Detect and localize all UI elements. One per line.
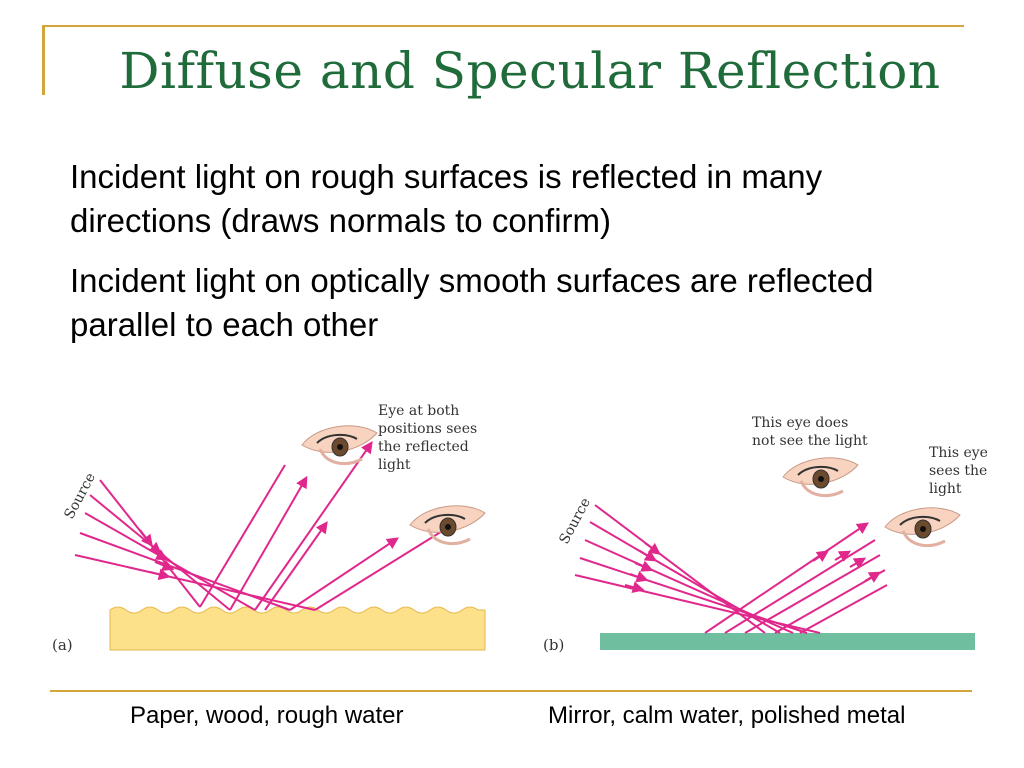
- eye-note-line-2: positions sees: [378, 421, 477, 437]
- caption-diffuse: Paper, wood, rough water: [130, 702, 404, 729]
- frame-top-line: [42, 25, 964, 27]
- specular-diagram: Source This eye does not see the light T…: [543, 415, 988, 654]
- bullet-rough-surfaces: Incident light on rough surfaces is refl…: [70, 158, 823, 239]
- eye-note-b-top: This eye does not see the light: [0, 0, 1, 1]
- eye-note-b-right: This eye sees the light: [0, 0, 1, 1]
- reflected-ray-2: [229, 475, 308, 611]
- reflected-ray-1: [199, 464, 286, 608]
- reflected-arrowheads: [812, 550, 882, 583]
- incident-ray-5: [574, 574, 821, 634]
- eye-note-right-line-1: This eye: [929, 445, 988, 461]
- reflected-rays: [199, 441, 465, 611]
- caption-specular: Mirror, calm water, polished metal: [548, 702, 906, 729]
- reflected-ray-5: [799, 584, 888, 634]
- incident-arrowheads: [624, 542, 661, 593]
- diffuse-diagram: Source Eye at both positions sees the re…: [52, 403, 486, 654]
- reflected-ray-5: [314, 517, 465, 611]
- eye-note-a: Eye at both positions sees the reflected…: [0, 0, 1, 1]
- panel-label-a: (a): [52, 636, 73, 654]
- eye-note-right-line-2: sees the: [929, 463, 987, 479]
- diffuse-reflection-figure: Source Eye at both positions sees the re…: [40, 385, 500, 665]
- reflected-ray-3: [744, 554, 881, 634]
- specular-reflection-figure: Source This eye does not see the light T…: [525, 385, 995, 665]
- incident-ray-5: [74, 554, 316, 611]
- source-label: Source: [61, 470, 99, 522]
- eye-note-line-3: the reflected: [378, 439, 469, 455]
- eye-note-line-4: light: [378, 457, 411, 473]
- eye-icon: [884, 507, 961, 548]
- mirror-surface: [600, 633, 975, 650]
- reflected-ray-1: [704, 522, 869, 634]
- reflected-ray-3: [254, 441, 373, 611]
- incident-arrowheads: [139, 529, 175, 581]
- incident-ray-3: [84, 512, 256, 611]
- incident-rays: [574, 504, 821, 634]
- panel-label-b: (b): [543, 636, 564, 654]
- slide-title: Diffuse and Specular Reflection: [119, 42, 941, 100]
- source-label: Source: [556, 495, 594, 547]
- frame-bottom-line: [50, 690, 972, 692]
- eye-note-line-1: Eye at both: [378, 403, 459, 419]
- eye-icon: [782, 457, 859, 498]
- incident-ray-4: [79, 532, 291, 611]
- eye-note-top-line-2: not see the light: [752, 433, 868, 449]
- rough-surface: [109, 606, 486, 651]
- reflected-ray-4: [289, 537, 399, 611]
- reflected-rays: [704, 522, 888, 634]
- eye-note-right-line-3: light: [929, 481, 962, 497]
- eye-icon: [409, 505, 486, 546]
- reflected-ray-6: [264, 521, 328, 611]
- eye-note-top-line-1: This eye does: [752, 415, 848, 431]
- frame-left-bar: [42, 25, 45, 95]
- eye-icon: [301, 425, 378, 466]
- bullet-smooth-surfaces: Incident light on optically smooth surfa…: [70, 262, 874, 343]
